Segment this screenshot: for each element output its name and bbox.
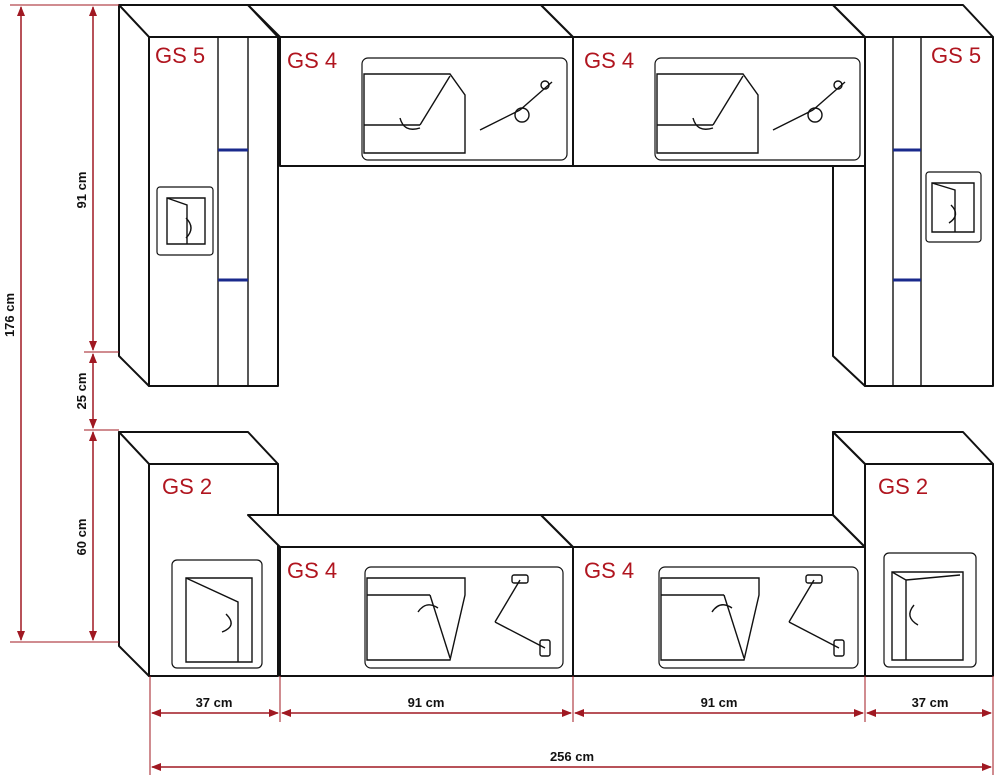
hinge-icon (494, 574, 551, 657)
flap-door-icon (364, 566, 564, 669)
cabinet-gs4-top-left (247, 4, 574, 167)
dimension-label-width-mid-right: 91 cm (701, 695, 738, 710)
dimension-width-mid-left: 91 cm (281, 695, 572, 717)
horizontal-extension-lines (149, 676, 994, 775)
cabinet-gs4-top-right (540, 4, 866, 167)
hinge-icon (772, 80, 846, 131)
dimension-total-height: 176 cm (2, 5, 25, 641)
dimension-label-gap-height: 25 cm (74, 373, 89, 410)
flap-door-icon (658, 566, 859, 669)
dimension-width-mid-right: 91 cm (574, 695, 864, 717)
dimension-upper-height: 91 cm (74, 5, 97, 351)
door-open-icon (883, 552, 977, 668)
dimension-label-width-right: 37 cm (912, 695, 949, 710)
module-label-gs2-right: GS 2 (878, 474, 928, 499)
cabinet-gs2-left (118, 431, 279, 677)
dimension-label-lower-height: 60 cm (74, 519, 89, 556)
door-open-icon (925, 171, 982, 243)
module-label-gs4-top-right: GS 4 (584, 48, 634, 73)
hinge-icon (479, 80, 553, 131)
dimension-gap-height: 25 cm (74, 353, 97, 429)
dimension-width-right: 37 cm (866, 695, 992, 717)
flap-door-icon (361, 57, 568, 161)
module-label-gs4-bottom-right: GS 4 (584, 558, 634, 583)
module-label-gs4-top-left: GS 4 (287, 48, 337, 73)
module-label-gs4-bottom-left: GS 4 (287, 558, 337, 583)
cabinet-gs4-bottom-right (540, 514, 866, 677)
module-label-gs5-right: GS 5 (931, 43, 981, 68)
door-open-icon (156, 186, 214, 256)
vertical-extension-lines (10, 4, 119, 643)
cabinet-gs5-right (832, 4, 994, 387)
flap-door-icon (654, 57, 861, 161)
module-label-gs5-left: GS 5 (155, 43, 205, 68)
dimension-label-upper-height: 91 cm (74, 172, 89, 209)
dimension-total-width: 256 cm (151, 749, 992, 771)
module-label-gs2-left: GS 2 (162, 474, 212, 499)
cabinet-gs2-right (832, 431, 994, 677)
cabinet-gs5-left (118, 4, 279, 387)
dimension-label-total-height: 176 cm (2, 293, 17, 337)
hinge-icon (788, 574, 845, 657)
cabinet-gs4-bottom-left (247, 514, 574, 677)
door-open-icon (171, 559, 263, 669)
dimension-label-total-width: 256 cm (550, 749, 594, 764)
dimension-width-left: 37 cm (151, 695, 279, 717)
dimension-lower-height: 60 cm (74, 431, 97, 641)
dimension-label-width-left: 37 cm (196, 695, 233, 710)
dimension-label-width-mid-left: 91 cm (408, 695, 445, 710)
